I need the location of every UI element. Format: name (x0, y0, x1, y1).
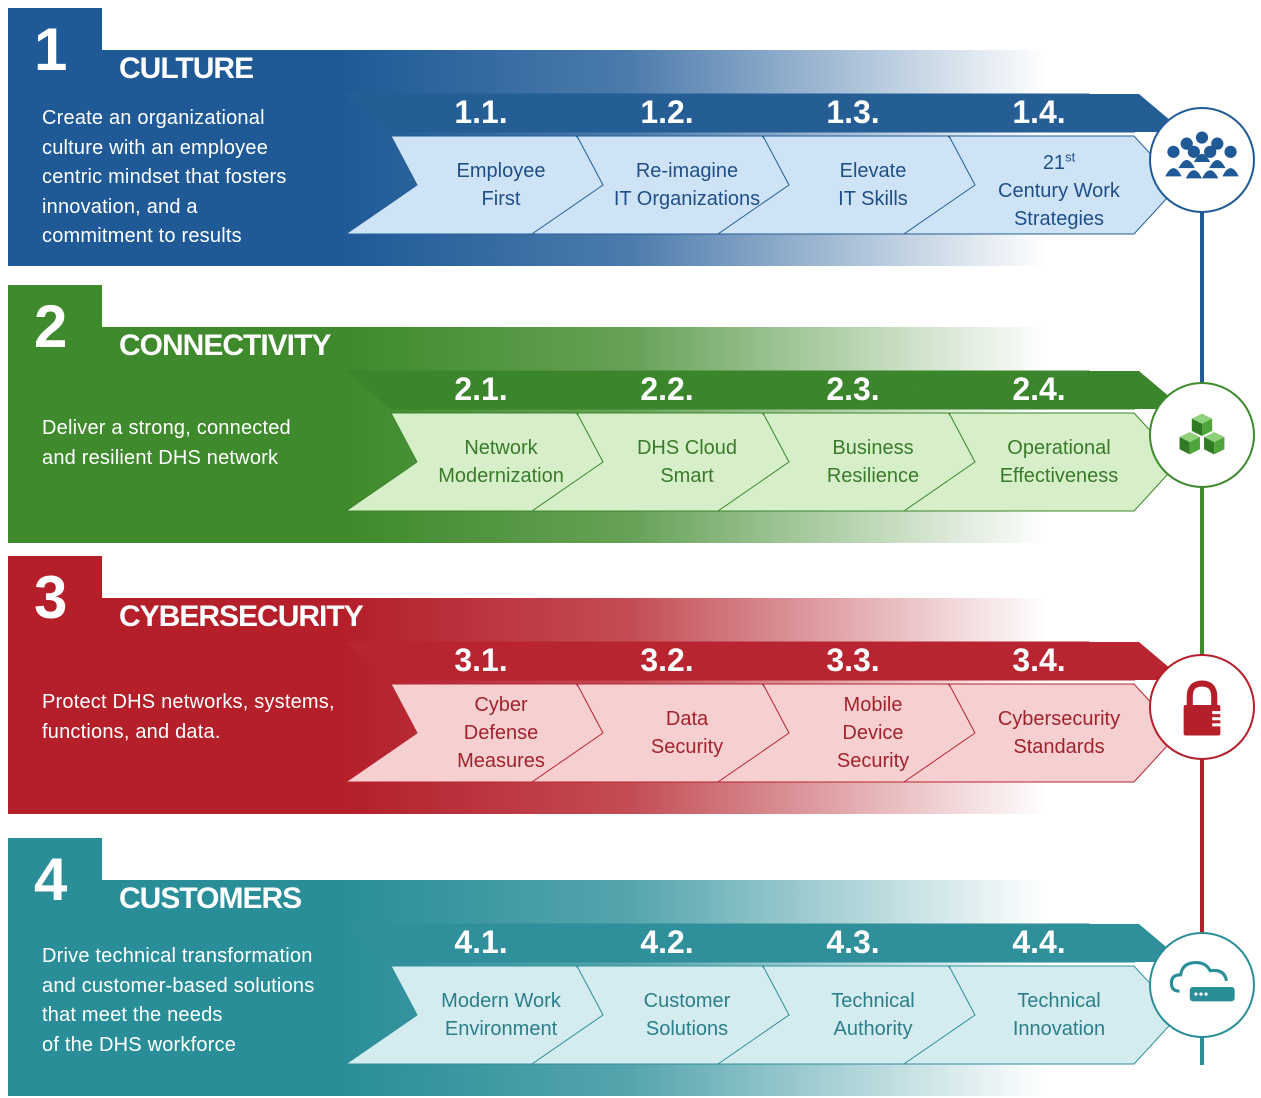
objective-header-tip (1089, 642, 1184, 680)
goal-description: Protect DHS networks, systems, functions… (42, 691, 335, 743)
goal-number: 1 (34, 16, 68, 83)
objective-number: 4.1. (454, 924, 508, 960)
objective-label: Technical Innovation (1012, 990, 1106, 1040)
objective-header-chevron (716, 923, 950, 963)
objective-label: Technical Authority (831, 990, 915, 1040)
objectives-chevrons (344, 641, 1184, 783)
network-cubes-badge (1149, 382, 1255, 488)
goal-title: CYBERSECURITY (119, 600, 364, 633)
objectives-chevrons (344, 923, 1184, 1065)
objective-label: Network Modernization (438, 437, 564, 487)
objective-number: 1.3. (826, 94, 880, 130)
objective-header-tip (1089, 371, 1184, 409)
goal-description: Create an organizational culture with an… (42, 107, 287, 247)
objective-number: 1.4. (1012, 94, 1066, 130)
people-group-badge (1149, 107, 1255, 213)
objective-number: 4.3. (826, 924, 880, 960)
people-group-icon (1165, 131, 1239, 179)
cloud-server-icon (1169, 961, 1235, 1002)
objective-header-chevron (530, 923, 764, 963)
objective-number: 3.1. (454, 642, 508, 678)
objective-number: 2.2. (640, 371, 694, 407)
goal-description: Drive technical transformation and custo… (42, 945, 315, 1056)
objectives-chevrons (344, 93, 1184, 235)
objective-body-chevron (902, 965, 1180, 1065)
objective-body-chevron (902, 135, 1180, 235)
objective-label: Business Resilience (826, 437, 920, 487)
objective-label: Operational Effectiveness (999, 437, 1119, 487)
objective-header-tip (1089, 94, 1184, 132)
goal-title: CUSTOMERS (119, 882, 302, 915)
objective-number: 2.3. (826, 371, 880, 407)
objective-label: Re-imagine IT Organizations (613, 160, 761, 210)
objective-header-chevron (716, 93, 950, 133)
objective-number: 4.2. (640, 924, 694, 960)
goal-title: CONNECTIVITY (119, 329, 331, 362)
cloud-server-badge (1149, 932, 1255, 1038)
objective-header-chevron (716, 370, 950, 410)
objective-label: 21st Century Work Strategies (998, 149, 1120, 230)
objective-header-chevron (530, 93, 764, 133)
objective-header-chevron (716, 641, 950, 681)
objective-number: 1.1. (454, 94, 508, 130)
goal-number: 3 (34, 564, 68, 631)
objective-number: 2.1. (454, 371, 508, 407)
goal-number: 2 (34, 293, 68, 360)
objective-header-chevron (344, 93, 578, 133)
objective-header-chevron (344, 641, 578, 681)
objective-label: Employee First (456, 160, 546, 210)
objective-number: 3.3. (826, 642, 880, 678)
connector-line (1200, 707, 1204, 985)
objective-header-chevron (344, 923, 578, 963)
objectives-chevrons (344, 370, 1184, 512)
connector-line (1200, 160, 1204, 435)
objective-label: Cybersecurity Standards (997, 708, 1121, 758)
objective-number: 4.4. (1012, 924, 1066, 960)
goal-number: 4 (34, 846, 68, 913)
objective-header-chevron (530, 370, 764, 410)
goal-description: Deliver a strong, connected and resilien… (42, 417, 291, 469)
objective-header-chevron (344, 370, 578, 410)
padlock-icon (1183, 680, 1223, 736)
objective-number: 3.4. (1012, 642, 1066, 678)
objective-number: 2.4. (1012, 371, 1066, 407)
objective-label: Mobile Device Security (836, 694, 910, 772)
objective-number: 1.2. (640, 94, 694, 130)
goal-title: CULTURE (119, 52, 254, 85)
objective-label: Cyber Defense Measures (457, 694, 545, 772)
objective-label: Customer Solutions (643, 990, 731, 1040)
network-cubes-icon (1179, 413, 1225, 455)
objective-label: Elevate IT Skills (838, 160, 908, 210)
objective-header-chevron (530, 641, 764, 681)
objective-label: Data Security (650, 708, 724, 758)
objective-label: DHS Cloud Smart (636, 437, 738, 487)
connector-line (1200, 435, 1204, 707)
objective-body-chevron (902, 412, 1180, 512)
padlock-badge (1149, 654, 1255, 760)
objective-label: Modern Work Environment (441, 990, 561, 1040)
objective-label-ordinal: 21st (1042, 149, 1076, 174)
objective-number: 3.2. (640, 642, 694, 678)
objective-body-chevron (902, 683, 1180, 783)
